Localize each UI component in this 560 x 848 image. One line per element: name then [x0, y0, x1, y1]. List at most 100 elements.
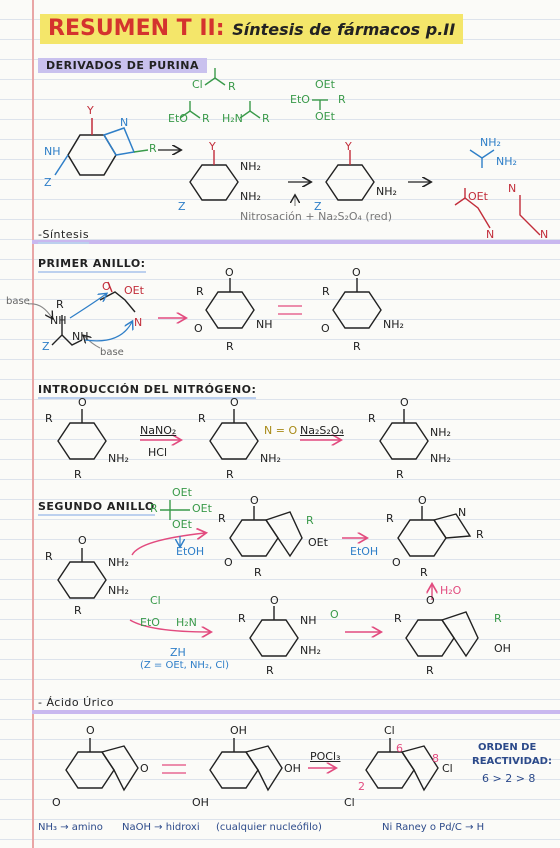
atom-nh2-n3a: NH₂ [430, 426, 451, 439]
atom-r-reagent2: R [202, 112, 210, 125]
atom-nh2-guan-a: NH₂ [480, 136, 501, 149]
section-nitrogeno: INTRODUCCIÓN DEL NITRÓGENO: [38, 383, 257, 399]
atom-oh-u2a: OH [230, 724, 247, 737]
base-arrow-1 [27, 303, 52, 318]
atom-oet-s-a: OEt [172, 486, 192, 499]
nitroso-group: N = O [264, 424, 298, 437]
reagent-etoh-1: EtOH [176, 545, 205, 558]
orthoester-sketch [160, 500, 190, 520]
atom-oet-a: OEt [315, 78, 335, 91]
amide-intermediate [249, 606, 299, 657]
page-title: RESUMEN T II: Síntesis de fármacos p.II [40, 14, 464, 44]
atom-o-s3b: O [392, 556, 401, 569]
atom-r-n3b: R [396, 468, 404, 481]
atom-nh2-int2: NH₂ [376, 185, 397, 198]
atom-o-s4b: O [330, 608, 339, 621]
arrow-orthoester [131, 533, 205, 556]
atom-r-c: R [338, 93, 346, 106]
atom-o-u1a: O [86, 724, 95, 737]
hemiaminal-intermediate [405, 611, 479, 658]
reagent-zh: ZH [170, 646, 186, 659]
atom-oh-s5: OH [494, 642, 511, 655]
atom-cl-reagent: Cl [192, 78, 203, 91]
atom-r-s5a: R [394, 612, 402, 625]
pyrimidine-intermediate-2 [325, 150, 375, 201]
section-sintesis: -Síntesis [38, 228, 90, 244]
atom-o-n2: O [230, 396, 239, 409]
reagent-na2s2o4: Na₂S₂O₄ [300, 424, 344, 437]
atom-n-s3: N [458, 506, 467, 519]
nitroso-compound [209, 409, 259, 460]
position-2: 2 [358, 780, 365, 793]
reagent-hcl: HCl [148, 446, 168, 459]
atom-o-s2b: O [224, 556, 233, 569]
atom-cl-u3c: Cl [344, 796, 355, 809]
atom-r-n3a: R [368, 412, 376, 425]
pyrimidine-intermediate-1 [189, 150, 239, 201]
atom-nh2-n1: NH₂ [108, 452, 129, 465]
atom-h2n-reagent: H₂N [222, 112, 243, 125]
atom-oet-s-c: OEt [192, 502, 212, 515]
atom-nh-p1: NH [72, 330, 89, 343]
atom-y-int1: Y [209, 140, 216, 153]
atom-n-top: N [120, 116, 129, 129]
intermediate-orthoester [229, 506, 303, 558]
atom-o-p2b: O [194, 322, 203, 335]
purine-product [397, 506, 472, 557]
atom-eto-b: EtO [290, 93, 310, 106]
reagent-h2o: H₂O [440, 584, 462, 597]
atom-nh2-guan-b: NH₂ [496, 155, 517, 168]
footer-amino: NH₃ → amino [38, 822, 103, 833]
atom-r-s5c: R [426, 664, 434, 677]
atom-z-top: Z [44, 176, 52, 189]
atom-n-cyano2: N [508, 182, 517, 195]
segundo-start [57, 548, 107, 599]
atom-o-p2: O [225, 266, 234, 279]
section-primer-anillo: PRIMER ANILLO: [38, 257, 146, 273]
pyrimidine-aminouracil [332, 278, 382, 329]
title-main: RESUMEN T II: [48, 16, 225, 41]
atom-r-s1a: R [45, 550, 53, 563]
diamino-compound [379, 409, 429, 460]
atom-n-cyano3: N [540, 228, 549, 241]
section-derivados: DERIVADOS DE PURINA [38, 58, 207, 73]
atom-o-p3: O [352, 266, 361, 279]
atom-nh2-s1a: NH₂ [108, 556, 129, 569]
atom-r-p3b: R [353, 340, 361, 353]
atom-y-top: Y [87, 104, 94, 117]
atom-nh2-int1a: NH₂ [240, 160, 261, 173]
atom-hn-top: NH [44, 145, 61, 158]
equilibrium-arrow-1 [278, 305, 302, 315]
atom-o-p3b: O [321, 322, 330, 335]
atom-oet-s2: OEt [308, 536, 328, 549]
footer-hidroxi: NaOH → hidroxi [122, 822, 200, 833]
atom-nh2-p3: NH₂ [383, 318, 404, 331]
mechanism-arrow-1 [69, 294, 106, 319]
reagent-sketches-top [179, 68, 328, 119]
atom-r-p1: R [56, 298, 64, 311]
atom-r-p2a: R [196, 285, 204, 298]
nitrosacion-label: Nitrosación + Na₂S₂O₄ (red) [240, 210, 393, 223]
atom-oh-u2c: OH [192, 796, 209, 809]
reagent-nano2: NaNO₂ [140, 424, 177, 437]
atom-o-p1: O [102, 280, 111, 293]
nitrogen-start [57, 409, 107, 460]
atom-nh2-n3b: NH₂ [430, 452, 451, 465]
atom-z-int2: Z [314, 200, 322, 213]
atom-nh2-s4: NH₂ [300, 644, 321, 657]
atom-n-p1: N [134, 316, 143, 329]
atom-oet-cyano: OEt [468, 190, 488, 203]
atom-r-s4a: R [238, 612, 246, 625]
base-label-1: base [6, 296, 30, 307]
building-blocks [454, 149, 541, 236]
title-subtitle: Síntesis de fármacos p.II [232, 20, 456, 39]
atom-eto-acyl: EtO [140, 616, 160, 629]
atom-r-p2b: R [226, 340, 234, 353]
reagent-pocl3: POCl₃ [310, 750, 341, 763]
atom-r-top: R [149, 142, 157, 155]
atom-r-s-b: R [150, 502, 158, 515]
atom-r-s4b: R [266, 664, 274, 677]
atom-hn-p1: NH [50, 314, 67, 327]
atom-nh-s4: NH [300, 614, 317, 627]
atom-r-s3a: R [386, 512, 394, 525]
